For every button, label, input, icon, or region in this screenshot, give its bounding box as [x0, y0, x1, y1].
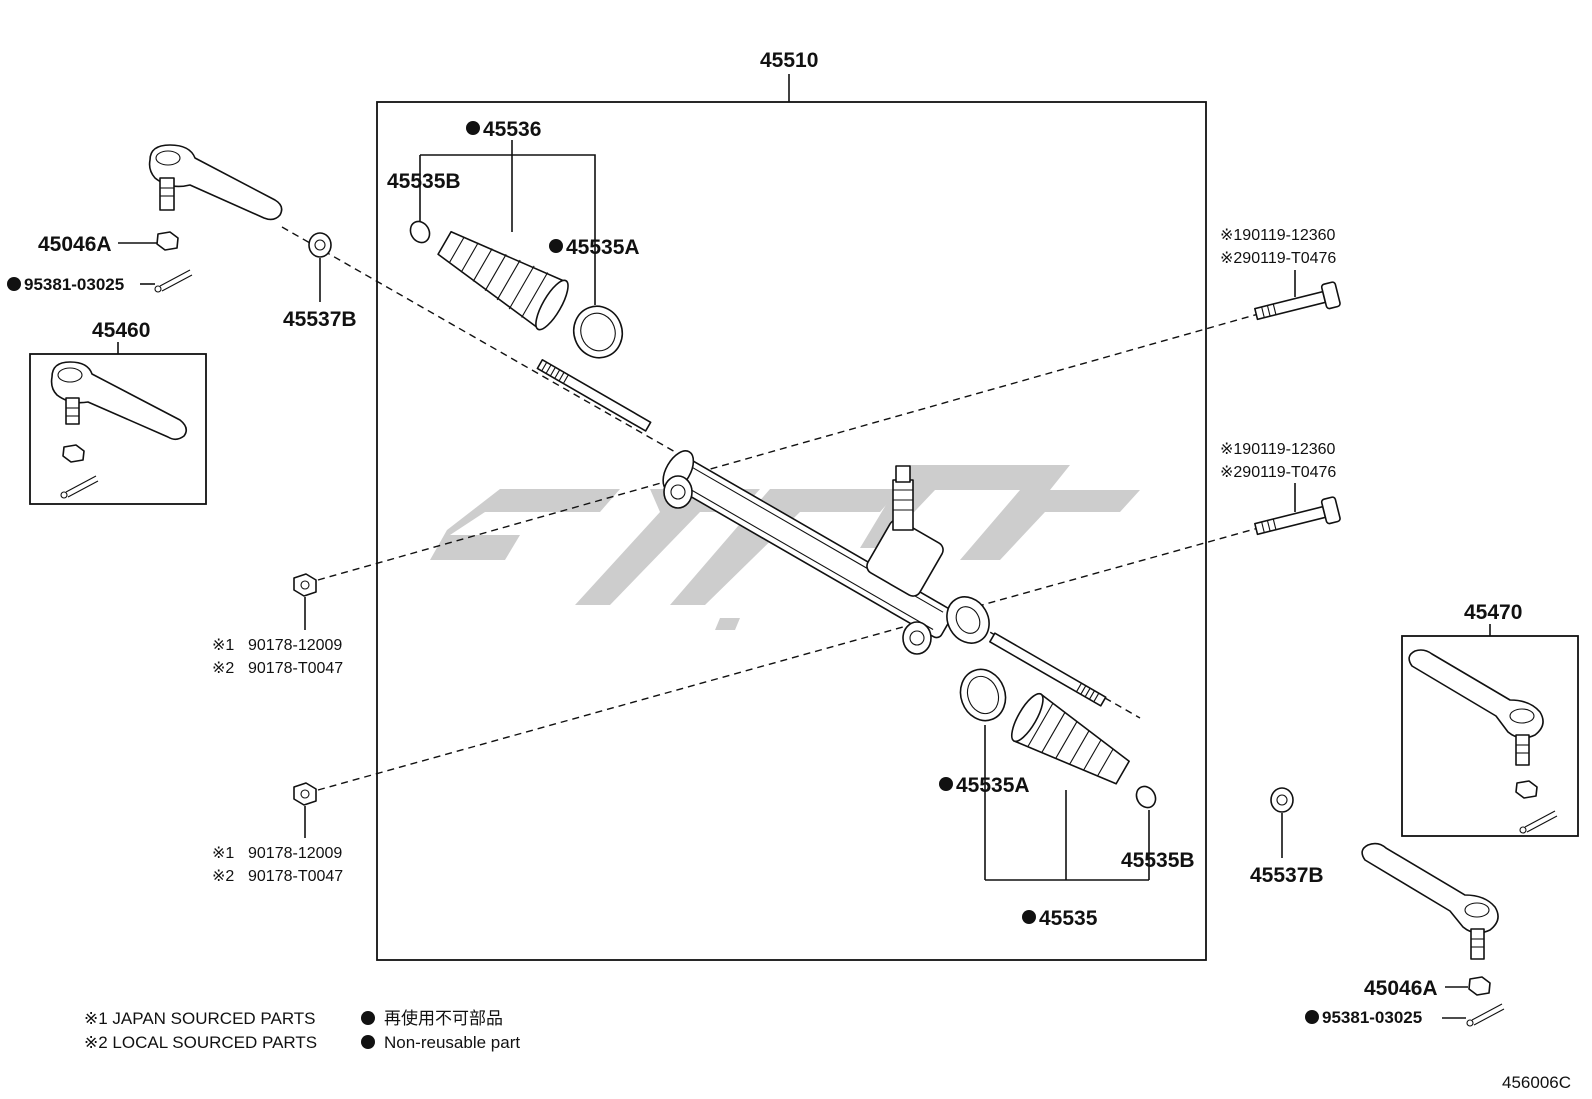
- label-tie-rod-end-right: 45470: [1464, 601, 1522, 624]
- label-assembly: 45510: [760, 49, 818, 72]
- label-tie-rod-end-left: 45460: [92, 319, 150, 342]
- legend: ※1 JAPAN SOURCED PARTS ※2 LOCAL SOURCED …: [84, 1008, 520, 1052]
- label-clamp-big-upper: 45535A: [566, 236, 640, 259]
- non-reusable-dot-icon-2: [361, 1035, 375, 1049]
- legend-note-2: ※2 LOCAL SOURCED PARTS: [84, 1033, 317, 1052]
- assembly-box: [376, 101, 1207, 961]
- nut-left-icon: [156, 231, 179, 251]
- label-nut-mount-lower-prefix-1: ※1: [212, 845, 234, 862]
- label-boot-kit-lower: 45535: [1039, 907, 1098, 930]
- big-clamp-lower-icon: [959, 668, 1007, 722]
- legend-non-reusable-jp: 再使用不可部品: [384, 1008, 503, 1028]
- mount-nut-upper-icon: [293, 573, 317, 597]
- bushing-left-icon: [308, 232, 332, 258]
- tie-rod-end-left-icon: [148, 144, 283, 221]
- label-nut-mount-upper-prefix-2: ※2: [212, 660, 234, 677]
- label-cotter-right: 95381-03025: [1322, 1008, 1422, 1027]
- label-clamp-small-lower: 45535B: [1121, 849, 1195, 872]
- label-nut-mount-upper-2: 90178-T0047: [248, 660, 343, 677]
- upper-boot-group: 45536 45535B 45535A: [387, 118, 640, 359]
- mount-nut-lower-icon: [293, 782, 317, 806]
- small-clamp-icon: [409, 220, 431, 244]
- bolt-upper-icon: [1254, 281, 1341, 321]
- tie-rod-end-right-kit-icon: [1408, 649, 1558, 834]
- label-nut-mount-upper-prefix-1: ※1: [212, 637, 234, 654]
- bolt-lower-icon: [1254, 496, 1341, 536]
- label-bushing-right: 45537B: [1250, 864, 1324, 887]
- label-nut-mount-lower-1: 90178-12009: [248, 845, 342, 862]
- bushing-right-icon: [1270, 787, 1294, 813]
- figure-code: 456006C: [1502, 1073, 1571, 1092]
- tie-rod-end-left-kit-icon: [50, 361, 188, 499]
- label-cotter-left: 95381-03025: [24, 275, 124, 294]
- non-reusable-dot-icon: [361, 1011, 375, 1025]
- cotter-right-icon: [1471, 1003, 1505, 1026]
- nut-right-icon: [1468, 976, 1491, 996]
- label-bolt-upper-2: ※290119-T0476: [1220, 250, 1336, 267]
- label-clamp-big-lower: 45535A: [956, 774, 1030, 797]
- label-bushing-left: 45537B: [283, 308, 357, 331]
- label-nut-mount-lower-2: 90178-T0047: [248, 868, 343, 885]
- label-bolt-lower-2: ※290119-T0476: [1220, 464, 1336, 481]
- tie-rod-end-right-icon: [1361, 842, 1499, 960]
- label-nut-left: 45046A: [38, 233, 112, 256]
- label-clamp-small-upper: 45535B: [387, 170, 461, 193]
- small-clamp-lower-icon: [1135, 785, 1157, 809]
- legend-note-1: ※1 JAPAN SOURCED PARTS: [84, 1009, 316, 1028]
- steering-rack-icon: [536, 359, 1107, 707]
- big-clamp-icon: [572, 305, 624, 359]
- label-nut-mount-upper-1: 90178-12009: [248, 637, 342, 654]
- legend-non-reusable-en: Non-reusable part: [384, 1033, 520, 1052]
- label-nut-right: 45046A: [1364, 977, 1438, 1000]
- label-boot-kit-upper: 45536: [483, 118, 541, 141]
- lower-boot-group: 45535A 45535B 45535: [939, 668, 1195, 930]
- label-nut-mount-lower-prefix-2: ※2: [212, 868, 234, 885]
- label-bolt-lower-1: ※190119-12360: [1220, 441, 1336, 458]
- label-bolt-upper-1: ※190119-12360: [1220, 227, 1336, 244]
- bellows-boot-icon: [437, 230, 569, 331]
- cotter-left-icon: [159, 269, 193, 292]
- bellows-boot-lower-icon: [1010, 692, 1130, 785]
